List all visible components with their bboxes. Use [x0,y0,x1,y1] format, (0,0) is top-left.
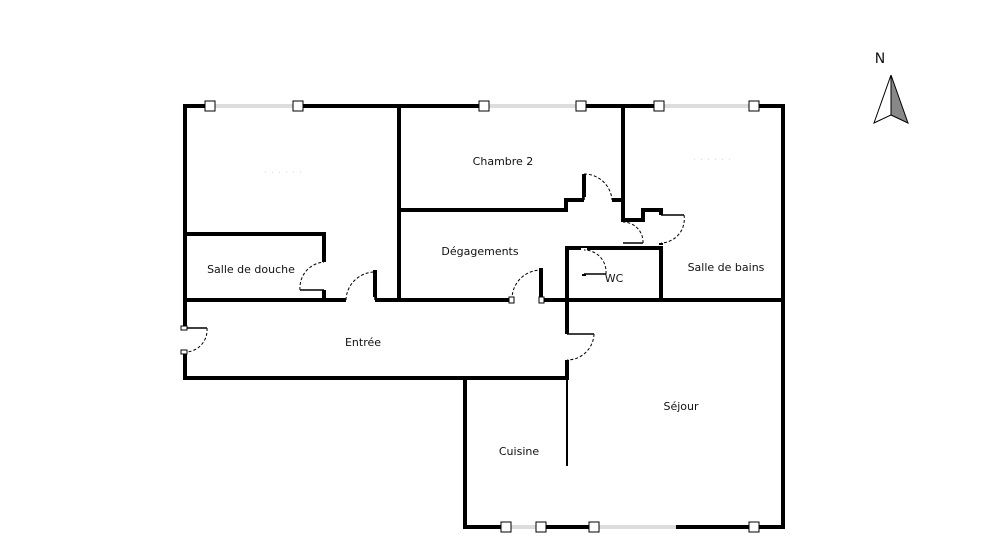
door-salle-de-bains [658,214,685,244]
window-bottom-right [748,521,760,533]
room-label-salle-de-douche: Salle de douche [207,263,295,276]
window-bottom-middle [588,521,676,533]
door-bedroom-1 [345,271,376,303]
room-label-chambre-2: Chambre 2 [473,155,534,168]
room-label-faded-top-right: · · · · · · [693,153,731,166]
room-label-entree: Entrée [345,336,381,349]
door-sejour [564,333,595,361]
north-arrow-icon [873,74,909,124]
room-label-degagements: Dégagements [441,245,518,258]
room-label-faded-top-left: · · · · · · [264,166,302,179]
compass-north-label: N [875,51,885,67]
doors [180,173,685,361]
window-top-right [653,100,760,112]
compass: N [873,51,909,124]
room-label-salle-de-bains: Salle de bains [688,261,765,274]
window-bottom-left [500,521,547,533]
door-degagements [508,269,545,304]
door-entrance [180,325,208,355]
room-label-wc: WC [605,272,624,285]
door-salle-de-douche [299,261,327,291]
window-top-left [204,100,304,112]
door-chambre-2 [583,173,613,203]
door-passage-left [622,221,644,244]
door-wc [581,248,607,275]
room-label-cuisine: Cuisine [499,445,539,458]
windows [204,100,760,533]
room-labels: Chambre 2 Dégagements Salle de douche WC… [207,153,765,458]
window-top-middle [478,100,587,112]
room-label-sejour: Séjour [663,400,699,413]
